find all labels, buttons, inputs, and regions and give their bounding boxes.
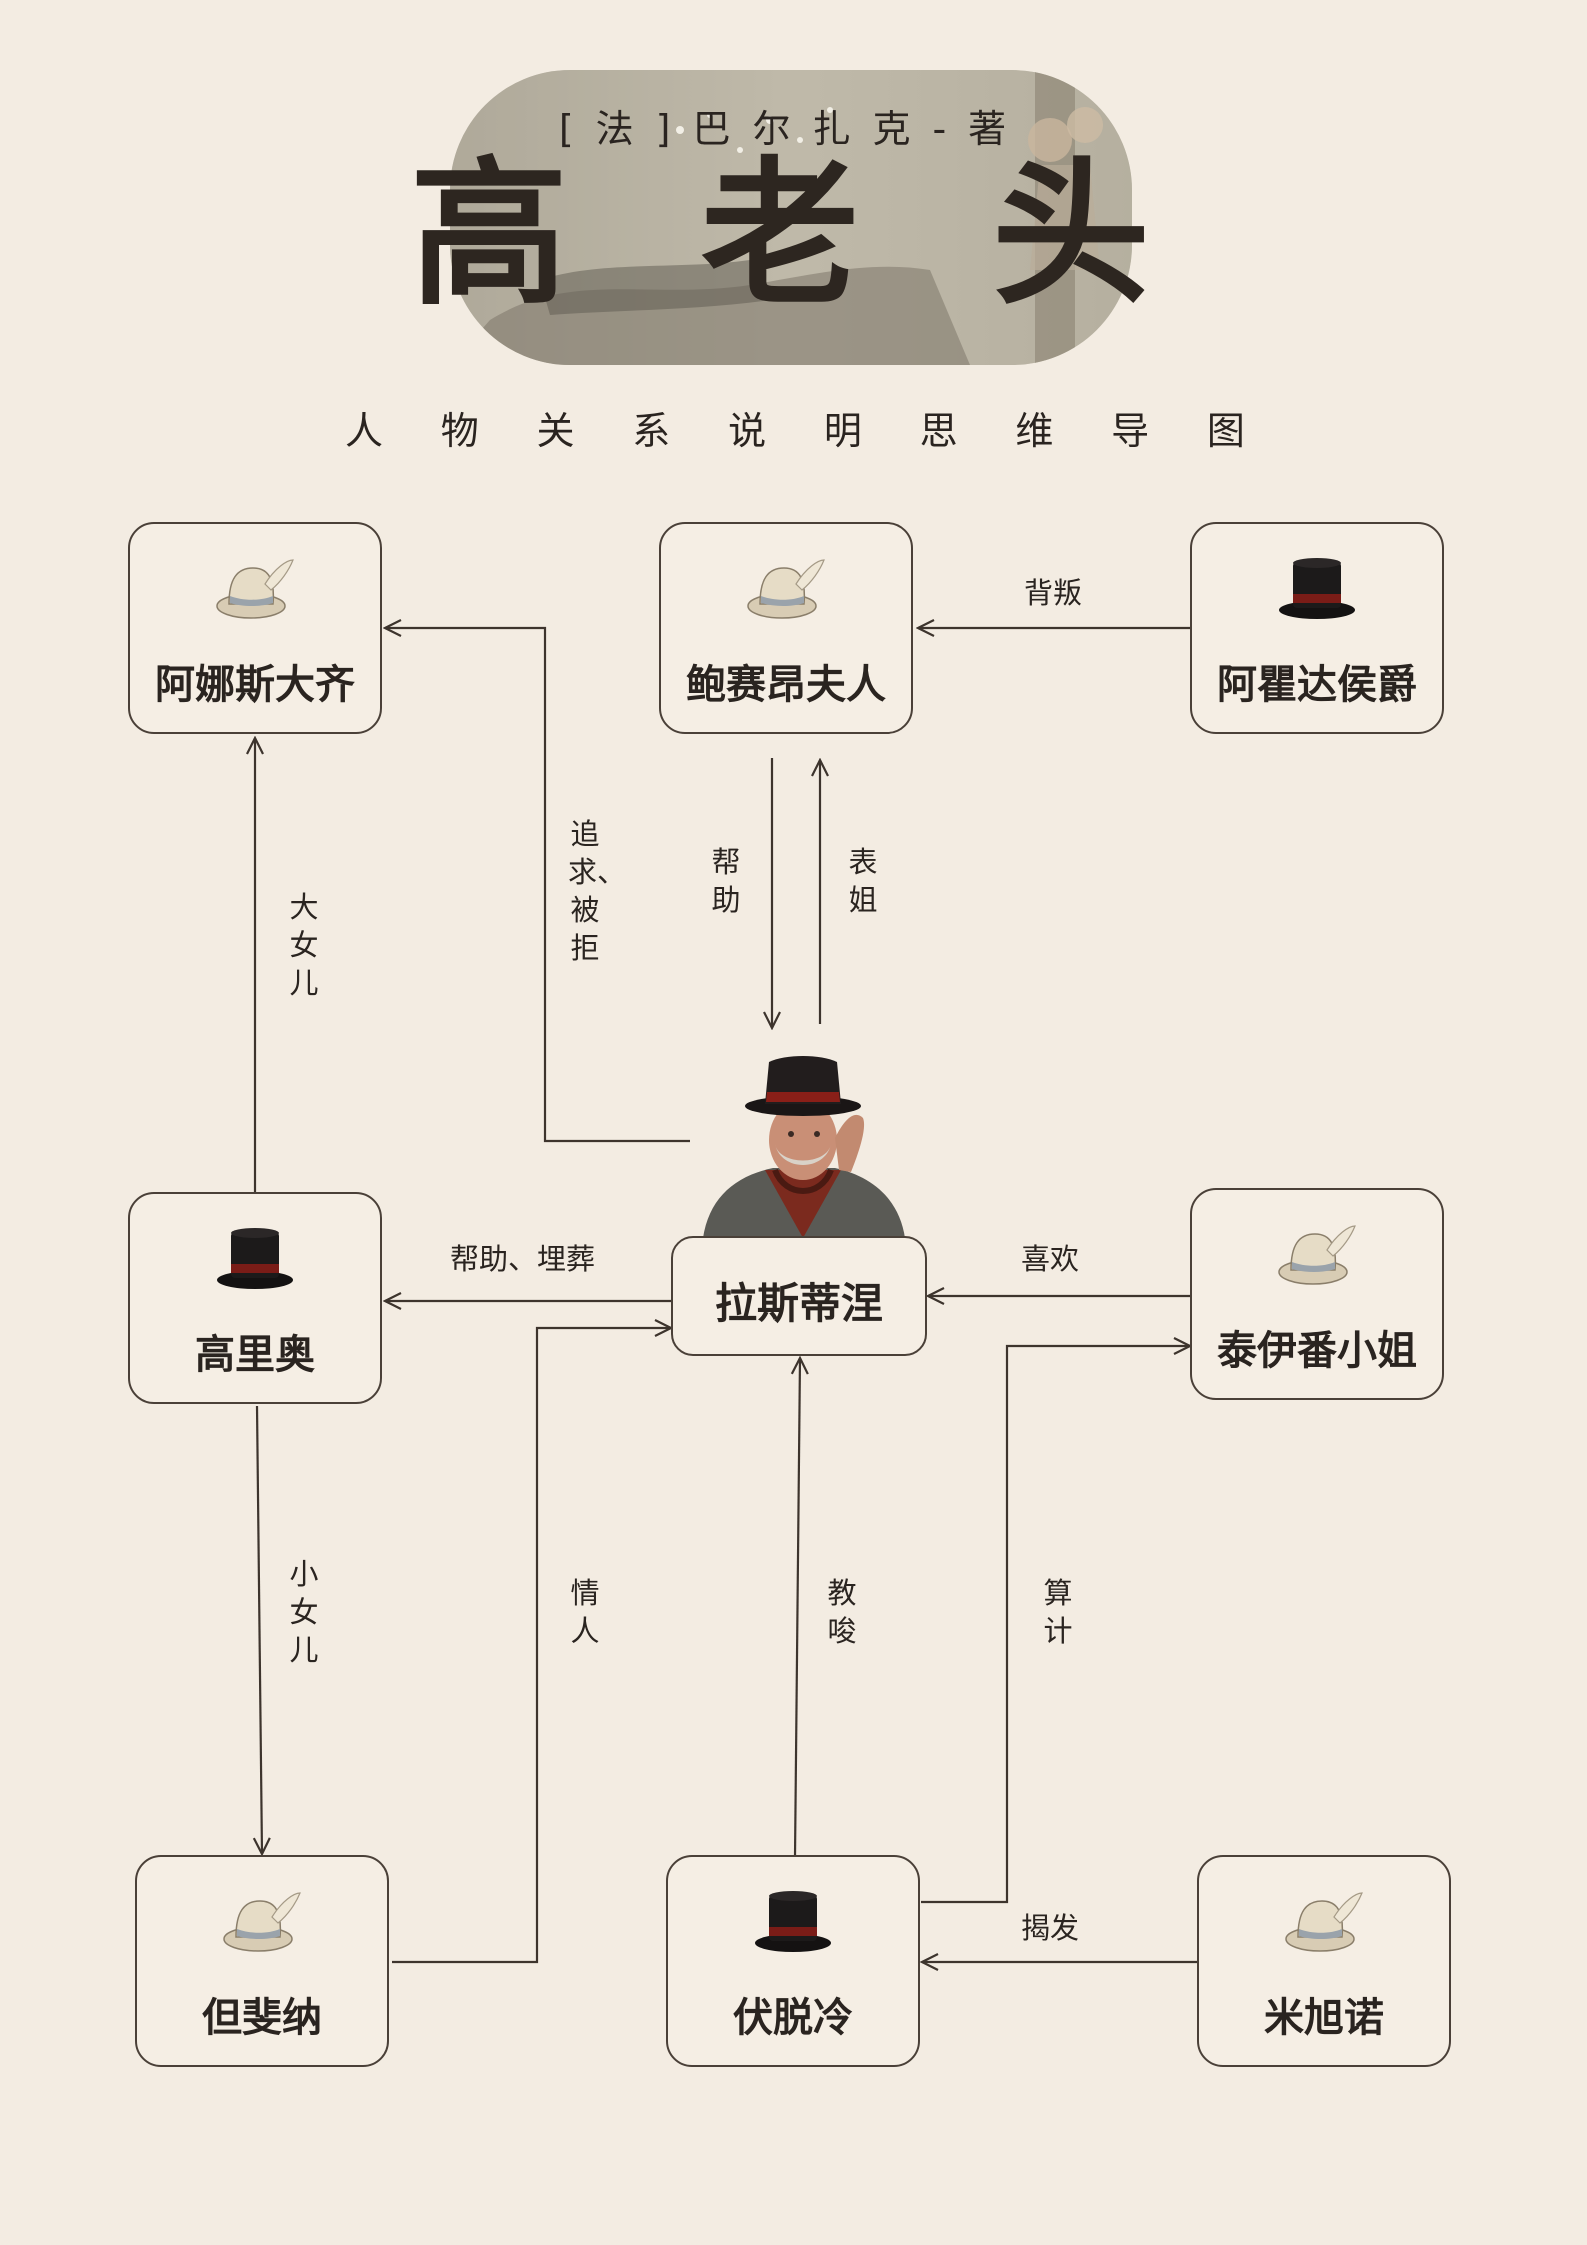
node-name: 泰伊番小姐 (1217, 1327, 1417, 1374)
node-name: 伏脱冷 (733, 1994, 853, 2041)
subtitle-char: 图 (1206, 409, 1245, 453)
light-hat-icon (1285, 1892, 1363, 1952)
title-char-2: 老 (701, 142, 859, 327)
node-ajuda: 阿瞿达侯爵 (1190, 522, 1444, 734)
subtitle-char: 明 (823, 409, 862, 453)
edge-lover (392, 1328, 671, 1964)
node-name: 但斐纳 (202, 1994, 322, 2041)
light-hat-icon (747, 559, 825, 619)
edge-label-like: 喜欢 (1021, 1242, 1080, 1276)
light-hat-icon (223, 1892, 301, 1952)
top-hat-icon (1279, 558, 1355, 619)
top-hat-icon (755, 1891, 831, 1952)
edge-label-pursue: 追求、被拒 (568, 817, 627, 965)
book-title: 高 老 头 (410, 150, 1150, 320)
node-delphine: 但斐纳 (135, 1855, 389, 2067)
node-name: 鲍赛昂夫人 (686, 661, 886, 708)
subtitle-char: 说 (728, 409, 767, 453)
subtitle-char: 思 (919, 409, 958, 453)
edge-label-betray: 背叛 (1024, 576, 1083, 610)
subtitle-char: 物 (440, 409, 479, 453)
edge-label-scheme: 算计 (1043, 1576, 1073, 1648)
title-char-3: 头 (992, 142, 1150, 327)
edge-pursue (385, 628, 690, 1143)
edge-label-expose: 揭发 (1021, 1911, 1080, 1945)
node-name: 米旭诺 (1264, 1994, 1384, 2041)
node-name: 拉斯蒂涅 (714, 1279, 883, 1328)
node-name: 阿瞿达侯爵 (1217, 661, 1417, 708)
edge-label-eldest: 大女儿 (289, 890, 319, 1000)
edge-label-lover: 情人 (570, 1576, 600, 1648)
title-char-1: 高 (410, 142, 568, 327)
node-goriot: 高里奥 (128, 1192, 382, 1404)
edge-label-cousin: 表姐 (848, 845, 878, 917)
top-hat-icon (217, 1228, 293, 1289)
edge-youngest (257, 1405, 262, 1854)
page-subtitle: 人 物 关 系 说 明 思 维 导 图 (345, 400, 1245, 455)
subtitle-char: 关 (536, 409, 575, 453)
subtitle-char: 导 (1111, 409, 1150, 453)
node-vautrin: 伏脱冷 (666, 1855, 920, 2067)
node-beauseant: 鲍赛昂夫人 (659, 522, 913, 734)
light-hat-icon (1278, 1225, 1356, 1285)
subtitle-char: 系 (632, 409, 671, 453)
edge-label-help-bury: 帮助、埋葬 (450, 1242, 596, 1276)
author-line: [法]巴尔扎克-著 (558, 107, 1029, 151)
edge-scheme (921, 1346, 1190, 1904)
subtitle-char: 人 (345, 409, 384, 453)
subtitle-char: 维 (1015, 409, 1054, 453)
node-name: 高里奥 (195, 1331, 315, 1378)
rastignac-portrait (703, 1056, 905, 1238)
edge-label-youngest: 小女儿 (289, 1557, 319, 1667)
edge-label-instigate: 教唆 (827, 1576, 857, 1648)
node-anastasie: 阿娜斯大齐 (128, 522, 382, 734)
edge-label-help: 帮助 (711, 845, 741, 917)
node-michonneau: 米旭诺 (1197, 1855, 1451, 2067)
node-taillefer: 泰伊番小姐 (1190, 1188, 1444, 1400)
light-hat-icon (216, 559, 294, 619)
node-name: 阿娜斯大齐 (155, 661, 355, 708)
edge-instigate (795, 1358, 800, 1858)
title-banner-illustration (450, 70, 1132, 365)
node-rastignac: 拉斯蒂涅 (671, 1236, 927, 1356)
